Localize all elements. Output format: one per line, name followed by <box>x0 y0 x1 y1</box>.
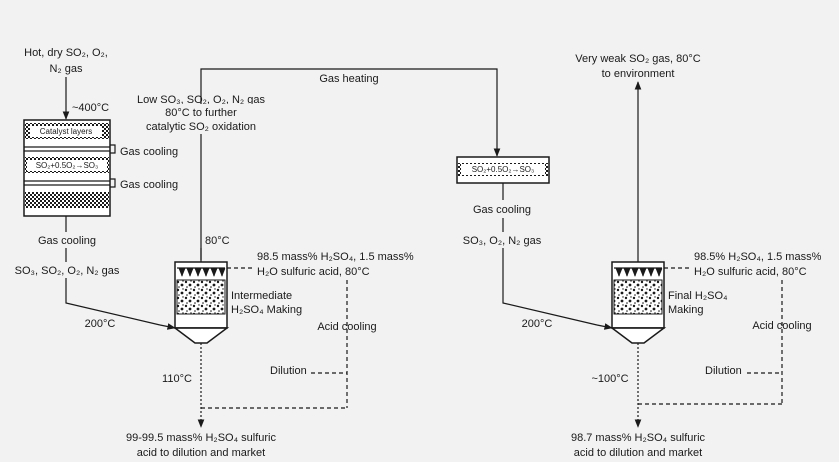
catalyst-label-box <box>30 126 102 137</box>
gas-cooling-line-1 <box>110 144 116 154</box>
first-product-gas-label: SO₃, SO₂, O₂, N₂ gas <box>15 265 120 277</box>
gas-to-intermediate-line <box>65 278 161 326</box>
first-stage-converter: Hot, dry SO₂, O₂, N₂ gas ~400°C Catalyst… <box>15 47 178 330</box>
intermediate-acid-cooling: Acid cooling <box>317 321 376 333</box>
final-product-1: 98.7 mass% H₂SO₄ sulfuric <box>571 432 706 444</box>
second-stage-converter: SO₂+0.5O₂→SO₃ Gas cooling SO₃, O₂, N₂ ga… <box>456 156 613 330</box>
gas-cooling-line-2 <box>110 178 116 188</box>
catalyst-layers-label: Catalyst layers <box>40 127 92 136</box>
gas-to-final-arrow <box>596 323 613 330</box>
intermediate-spray-nozzles <box>178 268 226 277</box>
intermediate-dilution-label: Dilution <box>270 365 307 377</box>
first-reaction-label: SO₂+0.5O₂→SO₃ <box>36 161 99 170</box>
intermediate-acid-out-temp: 110°C <box>162 373 192 385</box>
second-gas-cooling-label: Gas cooling <box>473 204 531 216</box>
second-reaction-label-box <box>461 164 545 175</box>
gas-heating-label: Gas heating <box>319 73 378 85</box>
final-dilution-label: Dilution <box>705 365 742 377</box>
intermediate-tower-cone <box>172 327 230 344</box>
exit-gas-label-1: Very weak SO₂ gas, 80°C <box>575 53 701 65</box>
intermediate-acid-feed-2: H₂O sulfuric acid, 80°C <box>257 266 370 278</box>
inlet-temperature: ~400°C <box>72 102 109 114</box>
intermediate-packing <box>176 279 226 315</box>
final-packing <box>613 279 663 315</box>
feed-gas-label-2: N₂ gas <box>49 63 83 75</box>
gas-cooling-label-1: Gas cooling <box>120 146 178 158</box>
label-backdrop <box>138 104 266 134</box>
low-so3-label-1: Low SO₃, SO₂, O₂, N₂ gas <box>137 94 265 106</box>
low-so3-label-2: 80°C to further <box>165 107 237 119</box>
intermediate-acid-feed-1: 98.5 mass% H₂SO₄, 1.5 mass% <box>257 251 414 263</box>
intermediate-tower-name-2: H₂SO₄ Making <box>231 304 302 316</box>
final-acid-cooling: Acid cooling <box>752 320 811 332</box>
intermediate-tower-name-1: Intermediate <box>231 290 292 302</box>
second-product-gas-label: SO₃, O₂, N₂ gas <box>463 235 542 247</box>
intermediate-absorption-tower: 80°C Intermediate H₂SO₄ Making 98.5 mass… <box>126 235 414 459</box>
catalyst-bed-3 <box>25 192 109 208</box>
gas-cooling-out-label: Gas cooling <box>38 235 96 247</box>
gas-cooling-label-2: Gas cooling <box>120 179 178 191</box>
final-product-2: acid to dilution and market <box>574 447 702 459</box>
gas-to-final-line <box>502 248 598 326</box>
intermediate-gas-out-temp: 80°C <box>205 235 230 247</box>
intermediate-product-2: acid to dilution and market <box>137 447 265 459</box>
final-tower-name-1: Final H₂SO₄ <box>668 290 728 302</box>
low-so3-label-3: catalytic SO₂ oxidation <box>146 121 256 133</box>
final-acid-out-temp: ~100°C <box>591 373 628 385</box>
gas-heating-line <box>200 68 501 260</box>
final-acid-feed-2: H₂O sulfuric acid, 80°C <box>694 266 807 278</box>
gas-transfer: Low SO₃, SO₂, O₂, N₂ gas 80°C to further… <box>137 68 501 260</box>
final-acid-feed-1: 98.5% H₂SO₄, 1.5 mass% <box>694 251 822 263</box>
second-reaction-label: SO₂+0.5O₂→SO₃ <box>472 165 535 174</box>
reaction-label-box <box>27 160 107 171</box>
exit-gas-label-2: to environment <box>602 68 675 80</box>
final-absorption-tower: Very weak SO₂ gas, 80°C to environment F… <box>571 53 822 459</box>
gas-to-intermediate-arrow <box>159 323 176 330</box>
intermediate-product-1: 99-99.5 mass% H₂SO₄ sulfuric <box>126 432 276 444</box>
intermediate-gas-in-temp: 200°C <box>85 318 116 330</box>
final-tower-name-2: Making <box>668 304 703 316</box>
final-gas-in-temp: 200°C <box>522 318 553 330</box>
final-spray-nozzles <box>615 268 663 277</box>
feed-gas-label-1: Hot, dry SO₂, O₂, <box>24 47 108 59</box>
final-tower-cone <box>609 327 667 344</box>
